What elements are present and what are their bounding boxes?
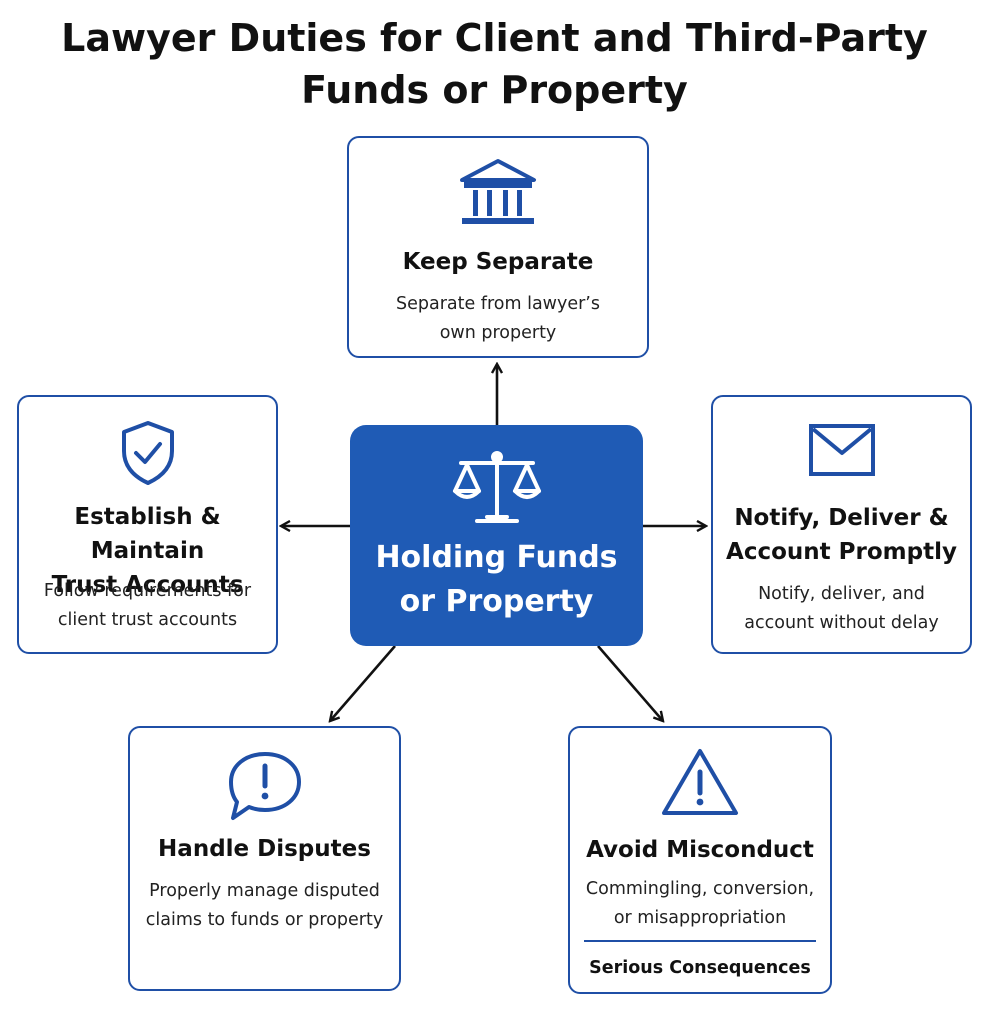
card-desc-line-2: claims to funds or property [145, 910, 384, 930]
card-desc-line-2: own property [439, 323, 557, 343]
card-desc-line-1: Notify, deliver, and [758, 584, 925, 604]
card-heading: Keep Separate [402, 249, 594, 275]
card-heading: Handle Disputes [158, 836, 371, 862]
center-label-line-2: or Property [399, 584, 594, 619]
card-heading-line-1: Establish & Maintain [74, 504, 221, 564]
speech-bubble-alert-icon [225, 748, 305, 828]
card-handle-disputes: Handle Disputes Properly manage disputed… [128, 726, 401, 991]
center-label-line-1: Holding Funds [375, 540, 618, 575]
warning-triangle-icon [659, 746, 741, 822]
title-line-2: Funds or Property [301, 68, 688, 112]
arrow-to-handle-disputes [330, 645, 396, 721]
center-hub: Holding Funds or Property [350, 425, 643, 646]
consequences-callout: Serious Consequences [589, 958, 811, 978]
card-desc-line-1: Properly manage disputed [149, 881, 380, 901]
bank-building-icon [457, 156, 539, 232]
title-line-1: Lawyer Duties for Client and Third-Party [61, 16, 928, 60]
card-trust-accounts: Establish & Maintain Trust Accounts Foll… [17, 395, 278, 654]
card-heading: Avoid Misconduct [586, 837, 814, 863]
card-heading-line-1: Notify, Deliver & [734, 505, 949, 531]
card-notify-deliver: Notify, Deliver & Account Promptly Notif… [711, 395, 972, 654]
scales-icon [451, 447, 543, 533]
card-heading-line-2: Trust Accounts [51, 572, 244, 598]
envelope-icon [808, 423, 876, 481]
arrow-to-avoid-misconduct [597, 645, 663, 721]
card-desc-line-2: or misappropriation [613, 908, 787, 928]
diagram-title: Lawyer Duties for Client and Third-Party… [0, 12, 989, 116]
card-desc-line-1: Follow requirements for [43, 581, 252, 601]
card-desc-line-1: Commingling, conversion, [585, 879, 815, 899]
card-keep-separate: Keep Separate Separate from lawyer’s own… [347, 136, 649, 358]
card-avoid-misconduct: Avoid Misconduct Commingling, conversion… [568, 726, 832, 994]
card-desc-line-2: account without delay [744, 613, 939, 633]
card-divider [584, 940, 816, 942]
card-desc-line-2: client trust accounts [57, 610, 238, 630]
card-desc-line-1: Separate from lawyer’s [395, 294, 600, 314]
shield-check-icon [119, 419, 177, 491]
card-heading-line-2: Account Promptly [726, 539, 957, 565]
